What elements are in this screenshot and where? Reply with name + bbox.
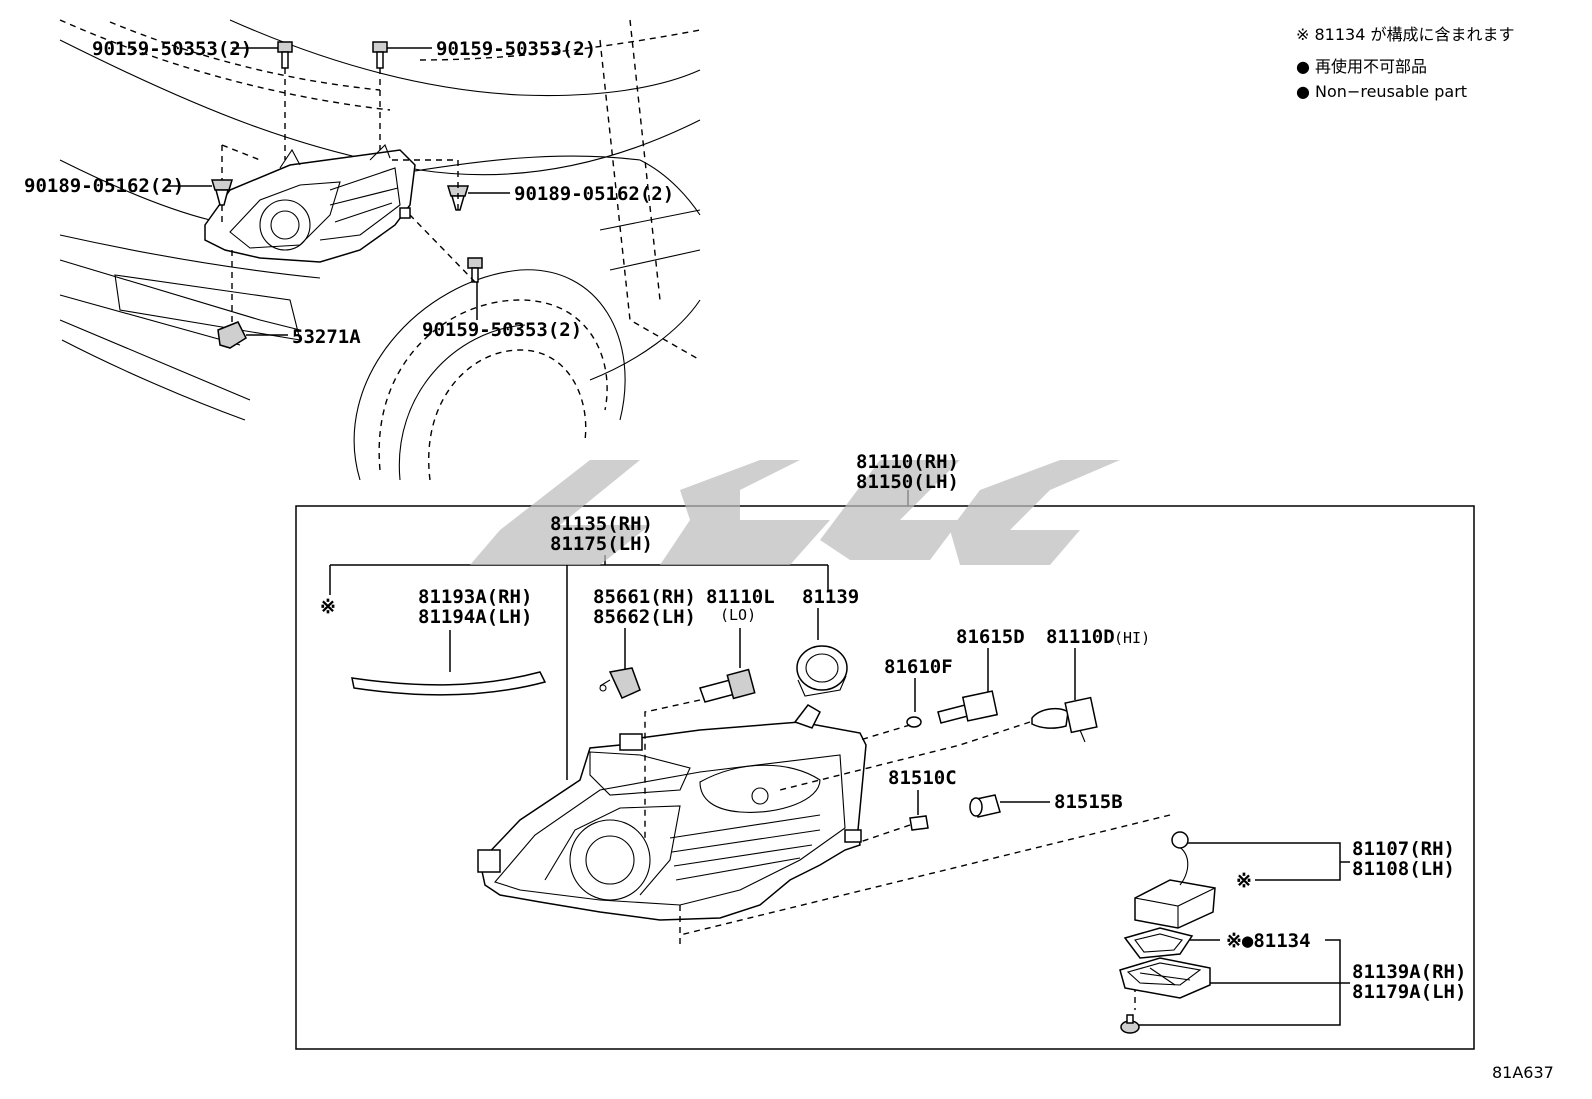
label-bulb-hi: 81110D: [1046, 626, 1115, 648]
label-ballast-lh: 81108(LH): [1352, 858, 1455, 880]
wedge-bulb-icon: [909, 815, 929, 831]
ballast-holder-icon: [1119, 957, 1211, 999]
label-bolt-lower: 90159-50353(2): [422, 319, 582, 341]
label-cover-mark: ※: [320, 596, 336, 618]
label-socket-lh: 85662(LH): [593, 606, 696, 628]
hid-bulb-hi-icon: [1031, 696, 1098, 743]
label-cover-rh: 81193A(RH): [418, 586, 532, 608]
label-bolt-top-left: 90159-50353(2): [92, 38, 252, 60]
bolt-icon: [277, 41, 293, 69]
label-assy-lh: 81150(LH): [856, 471, 959, 493]
legend-non-reusable-en: ● Non−reusable part: [1296, 82, 1467, 101]
assembly-lines: [168, 47, 510, 336]
bulb-socket-icon: [969, 794, 1001, 818]
label-socket-81515: 81515B: [1054, 791, 1123, 813]
label-bulb-lo-tag: (LO): [720, 606, 756, 624]
label-housing-lh: 81175(LH): [550, 533, 653, 555]
label-gasket-134: ※●81134: [1226, 930, 1311, 952]
bulb-icon: [937, 690, 999, 724]
label-socket-rh: 85661(RH): [593, 586, 696, 608]
label-holder-rh: 81139A(RH): [1352, 961, 1466, 983]
headlamp-assembly: [477, 704, 867, 921]
label-bulb-hi-tag: (HI): [1114, 629, 1150, 647]
bracket-icon: [217, 321, 247, 349]
label-bulb-81615: 81615D: [956, 626, 1025, 648]
legend-non-reusable-jp: ● 再使用不可部品: [1296, 57, 1427, 76]
headlamp-mounted: [204, 144, 416, 263]
label-holder-lh: 81179A(LH): [1352, 981, 1466, 1003]
label-bulb-lo: 81110L: [706, 586, 775, 608]
legend-included-note: ※ 81134 が構成に含まれます: [1296, 25, 1514, 44]
gasket-icon: [906, 716, 922, 728]
label-ballast-mark: ※: [1236, 870, 1252, 892]
label-gasket-81610: 81610F: [884, 656, 953, 678]
label-ballast-rh: 81107(RH): [1352, 838, 1455, 860]
socket-icon: [599, 667, 641, 699]
figure-id: 81A637: [1492, 1063, 1554, 1082]
screw-icon: [1120, 1014, 1140, 1034]
label-ring: 81139: [802, 586, 859, 608]
label-bracket: 53271A: [292, 326, 361, 348]
label-bolt-top-right: 90159-50353(2): [436, 38, 596, 60]
label-clip-left: 90189-05162(2): [24, 175, 184, 197]
label-clip-right: 90189-05162(2): [514, 183, 674, 205]
ballast-gasket-icon: [1123, 927, 1194, 959]
bolt-icon: [372, 41, 388, 69]
vehicle-outline: [59, 19, 701, 481]
clip-icon: [446, 185, 470, 211]
watermark-logo: [470, 460, 1120, 565]
retaining-ring-icon: [796, 645, 848, 697]
headlamp-cover-strip: [351, 671, 547, 696]
ballast-computer-icon: [1134, 831, 1216, 929]
clip-icon: [210, 179, 234, 206]
label-bulb-81510: 81510C: [888, 767, 957, 789]
label-cover-lh: 81194A(LH): [418, 606, 532, 628]
hid-bulb-lo-icon: [699, 668, 756, 703]
label-housing-rh: 81135(RH): [550, 513, 653, 535]
label-assy-rh: 81110(RH): [856, 451, 959, 473]
